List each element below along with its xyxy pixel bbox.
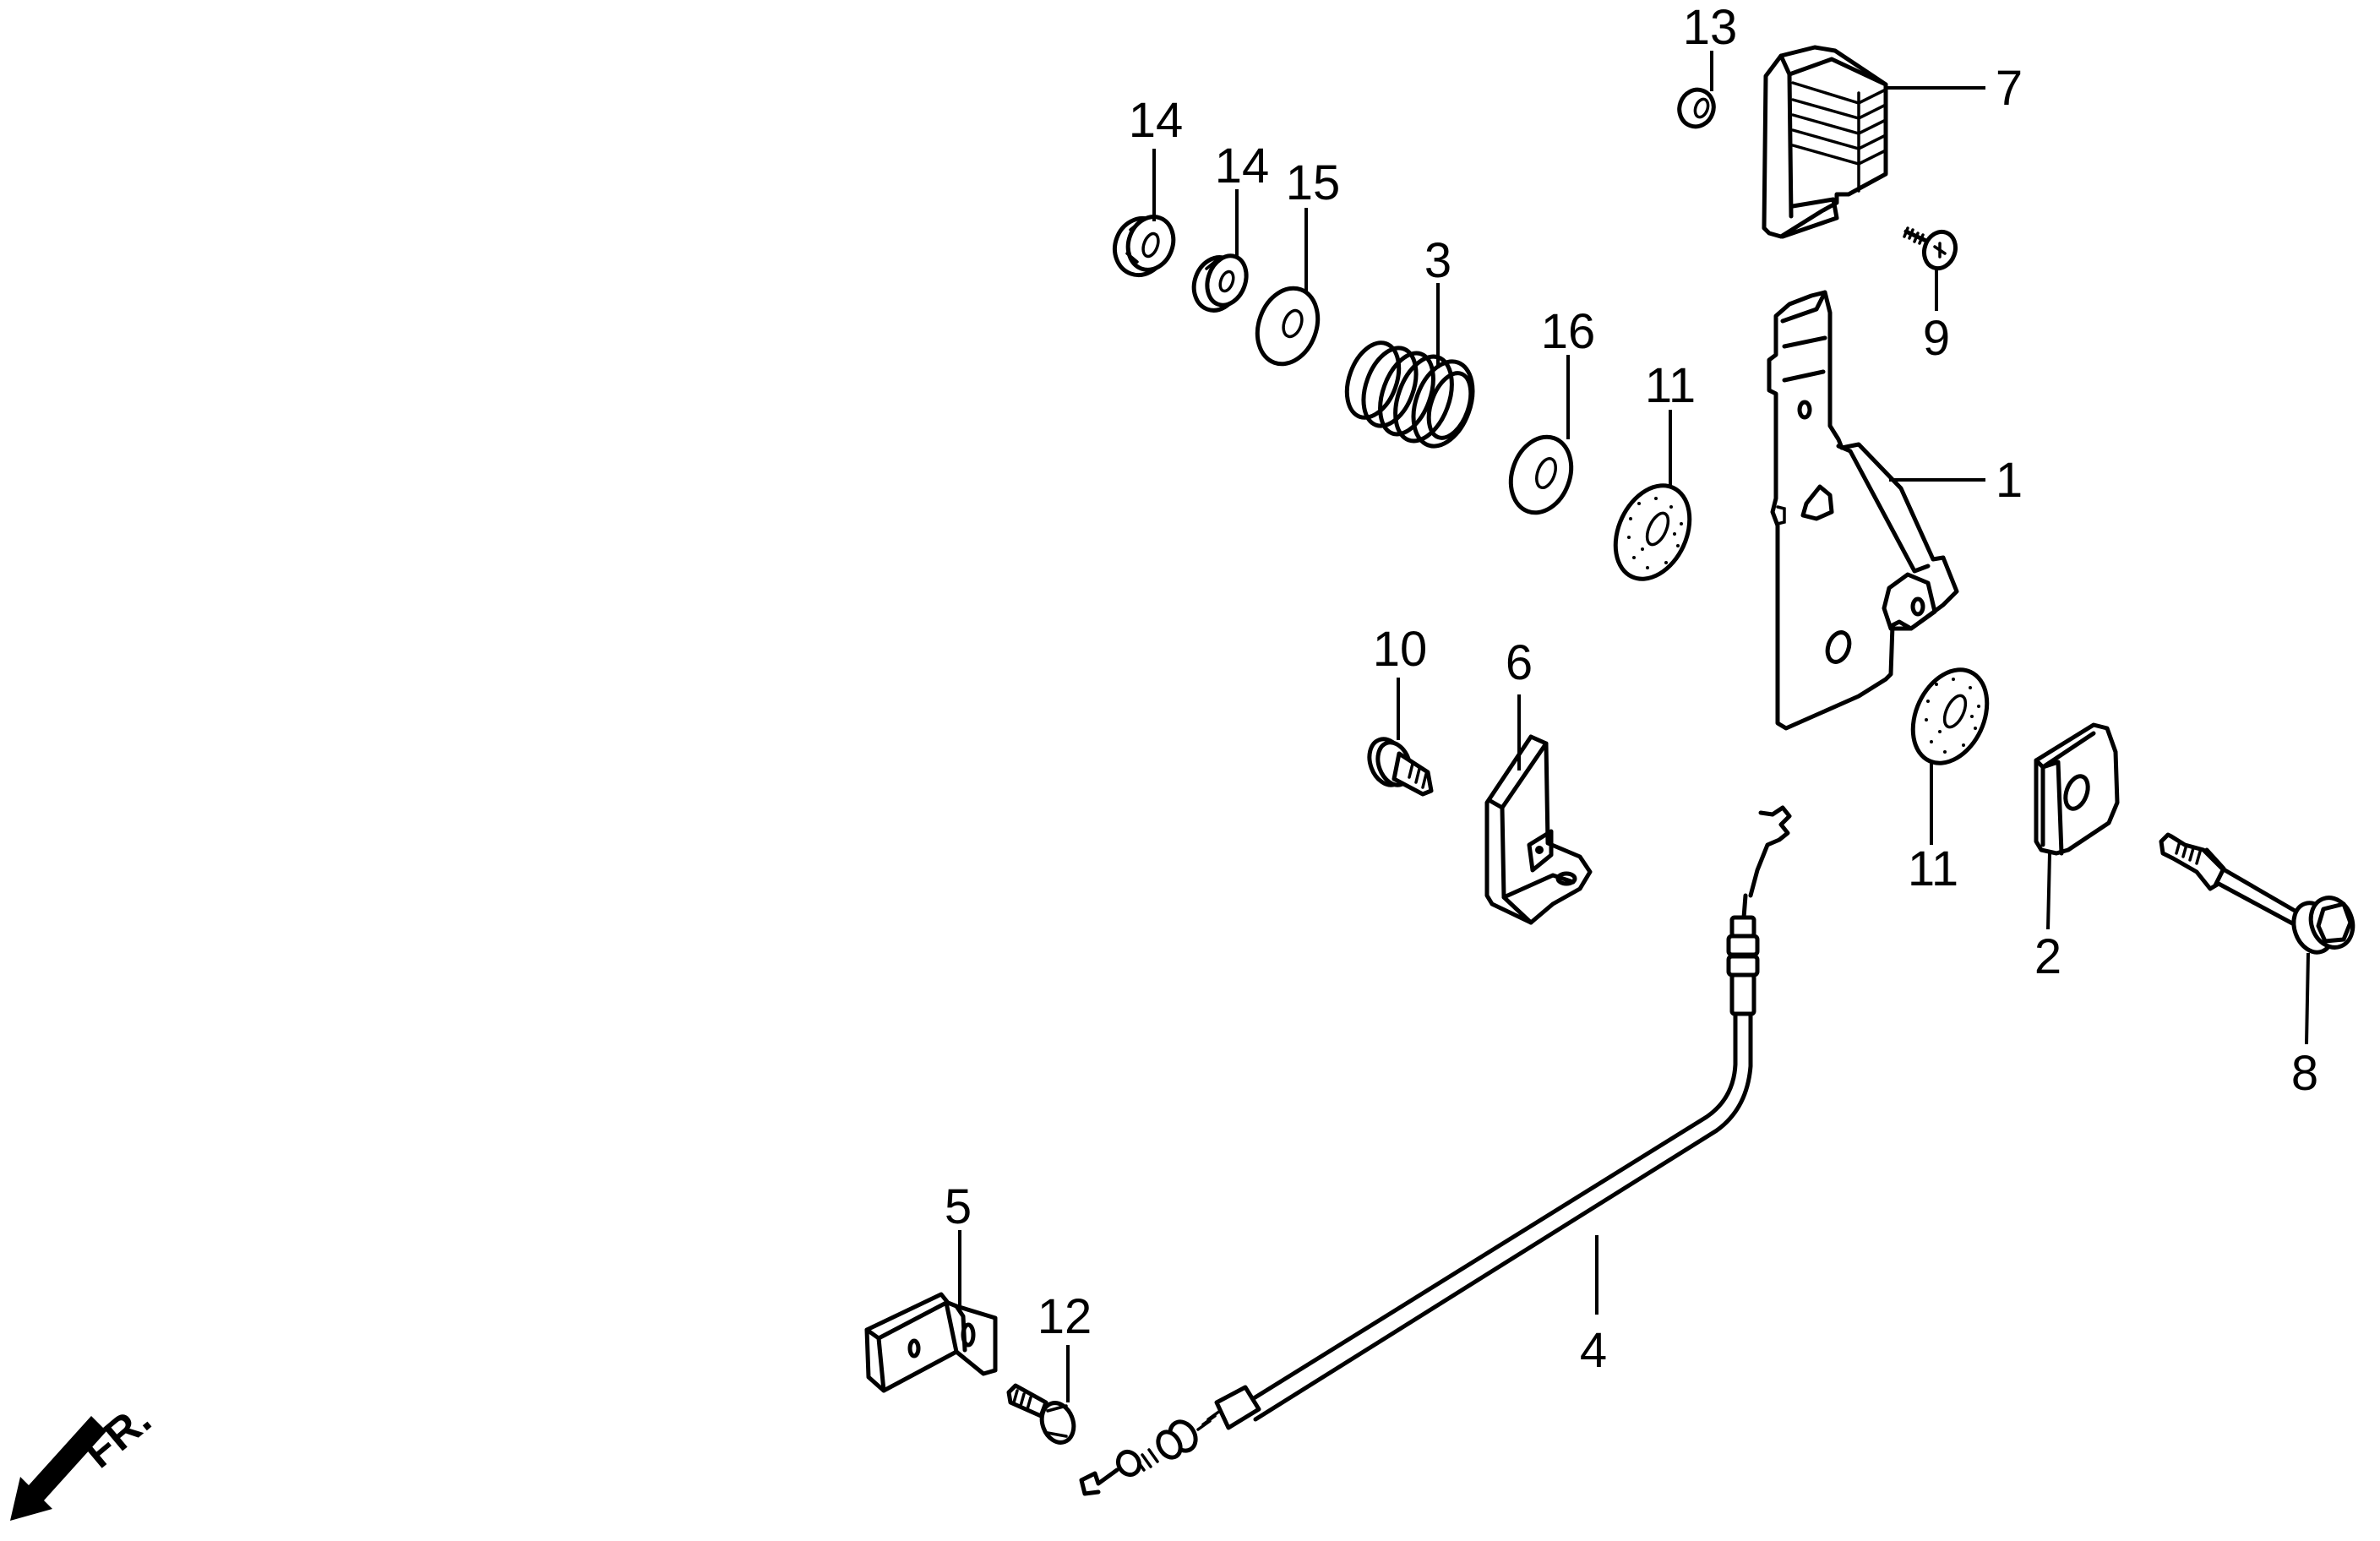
callout-13[interactable]: 13 — [1683, 0, 1738, 55]
callout-16[interactable]: 16 — [1541, 304, 1596, 359]
leader-2 — [2046, 852, 2051, 930]
callout-3[interactable]: 3 — [1424, 233, 1451, 288]
leader-8 — [2305, 952, 2310, 1045]
part-16-washer[interactable] — [1500, 428, 1581, 521]
part-1-lever-bracket[interactable] — [1767, 290, 1959, 731]
callout-14b[interactable]: 14 — [1215, 139, 1270, 193]
callout-10[interactable]: 10 — [1373, 622, 1428, 677]
part-10-bolt[interactable] — [1364, 734, 1434, 797]
part-11-washer-a[interactable] — [1601, 474, 1704, 591]
callout-12[interactable]: 12 — [1038, 1289, 1092, 1344]
callout-15[interactable]: 15 — [1286, 155, 1341, 210]
callout-4[interactable]: 4 — [1580, 1323, 1607, 1378]
callout-11a[interactable]: 11 — [1645, 358, 1696, 413]
part-9-screw[interactable] — [1903, 226, 1960, 273]
callout-8[interactable]: 8 — [2291, 1046, 2318, 1101]
part-14-nut-a[interactable] — [1107, 210, 1180, 282]
part-2-clip-plate[interactable] — [2034, 722, 2120, 856]
part-15-washer[interactable] — [1247, 280, 1327, 373]
callout-14a[interactable]: 14 — [1129, 93, 1184, 148]
part-4-control-cable[interactable] — [1079, 805, 1792, 1496]
callout-5[interactable]: 5 — [945, 1179, 972, 1234]
part-8-pivot-bolt[interactable] — [2159, 832, 2360, 958]
callout-9[interactable]: 9 — [1923, 311, 1950, 366]
part-11-washer-b[interactable] — [1898, 658, 2001, 776]
callout-6[interactable]: 6 — [1506, 635, 1533, 690]
front-direction-arrow-icon — [10, 1416, 106, 1521]
part-13-nut[interactable] — [1675, 84, 1719, 131]
callout-11b[interactable]: 11 — [1908, 841, 1958, 896]
part-7-lever-grip[interactable] — [1762, 45, 1888, 239]
part-14-nut-b[interactable] — [1187, 250, 1253, 317]
part-6-bracket[interactable] — [1484, 734, 1593, 925]
callout-1[interactable]: 1 — [1996, 453, 2023, 508]
callout-7[interactable]: 7 — [1996, 61, 2023, 116]
part-12-bolt[interactable] — [1006, 1383, 1079, 1447]
front-direction-label: FR. — [74, 1395, 160, 1478]
part-3-spring[interactable] — [1337, 335, 1484, 455]
callout-2[interactable]: 2 — [2034, 929, 2061, 984]
part-5-cable-clamp[interactable] — [864, 1292, 998, 1393]
